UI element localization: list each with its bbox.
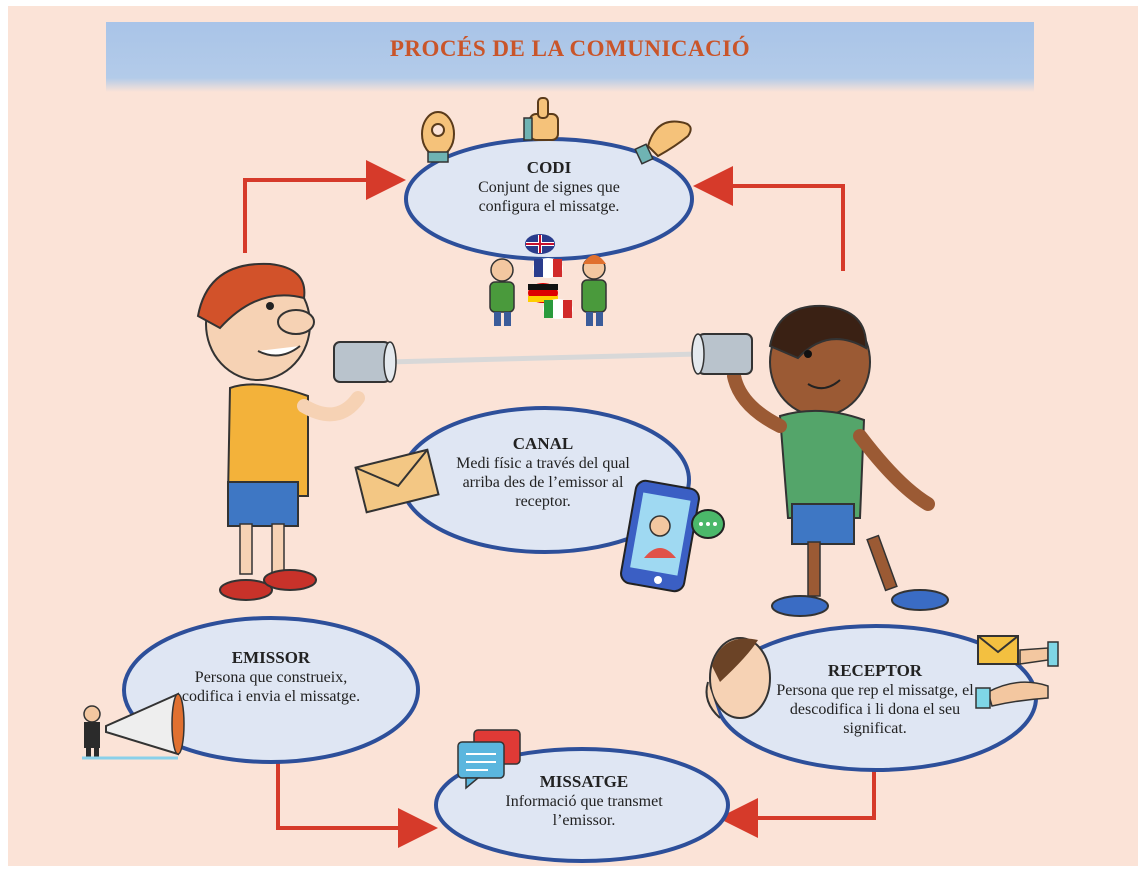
france-flag-icon <box>533 258 563 278</box>
receptor-kid-illustration <box>691 304 949 617</box>
can-phone-string <box>387 351 699 365</box>
receptor-heading: RECEPTOR <box>827 661 923 680</box>
receptor-description: Persona que rep el missatge, el descodif… <box>776 682 974 737</box>
codi-heading: CODI <box>526 158 572 177</box>
arrow-emissor-to-codi <box>243 160 406 253</box>
canal-box: CANAL Medi físic a través del qual arrib… <box>453 434 633 511</box>
thumbs-up-icon <box>523 97 559 141</box>
envelope-icon <box>354 448 440 514</box>
uk-flag-icon <box>525 234 555 254</box>
flow-arrows <box>243 160 876 848</box>
diagram-page: PROCÉS DE LA COMUNICACIÓ <box>8 6 1138 866</box>
message-bubbles-icon <box>457 729 521 790</box>
emissor-kid-illustration <box>196 262 397 601</box>
hands-envelope-icon <box>975 635 1059 709</box>
missatge-box: MISSATGE Informació que transmet l’emiss… <box>504 772 664 830</box>
megaphone-speaker-icon <box>82 692 185 760</box>
emissor-box: EMISSOR Persona que construeix, codifica… <box>176 648 366 706</box>
emissor-heading: EMISSOR <box>231 648 311 667</box>
receptor-box: RECEPTOR Persona que rep el missatge, el… <box>770 661 980 738</box>
italy-flag-icon <box>543 299 573 319</box>
open-hand-icon <box>634 120 692 165</box>
missatge-oval <box>434 747 730 863</box>
canal-heading: CANAL <box>512 434 574 453</box>
diagram-art <box>82 97 1059 863</box>
language-kids-icon <box>489 234 607 326</box>
page-title: PROCÉS DE LA COMUNICACIÓ <box>389 36 751 61</box>
arrow-emissor-to-missatge <box>276 763 438 848</box>
germany-flag-icon <box>528 283 558 303</box>
hand-gestures-icon <box>421 97 692 165</box>
left-tin-can-icon <box>333 341 397 383</box>
chat-bubble-icon <box>691 509 725 539</box>
emissor-oval <box>122 616 420 764</box>
smartphone-icon <box>620 479 725 593</box>
arrow-receptor-to-missatge <box>718 770 876 838</box>
title-band: PROCÉS DE LA COMUNICACIÓ <box>106 22 1034 92</box>
right-tin-can-icon <box>691 333 753 375</box>
emissor-description: Persona que construeix, codifica i envia… <box>181 669 361 705</box>
missatge-description: Informació que transmet l’emissor. <box>505 793 663 829</box>
missatge-heading: MISSATGE <box>539 772 629 791</box>
codi-description: Conjunt de signes que configura el missa… <box>478 179 620 215</box>
ok-hand-icon <box>421 111 455 163</box>
arrow-receptor-to-codi <box>693 166 845 271</box>
listening-ear-icon <box>705 637 771 719</box>
canal-description: Medi físic a través del qual arriba des … <box>456 455 630 510</box>
codi-box: CODI Conjunt de signes que configura el … <box>449 158 649 216</box>
